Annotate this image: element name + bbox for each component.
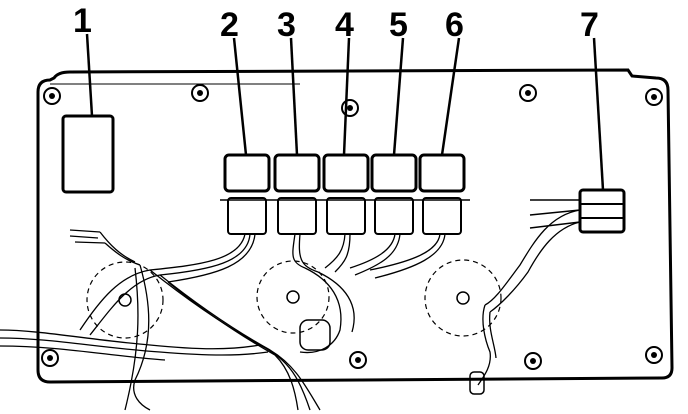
callout-2: 2 <box>220 6 239 44</box>
screw-bottom-left <box>41 349 59 367</box>
mounting-plate <box>36 68 674 384</box>
callout-7: 7 <box>580 6 599 44</box>
screw-bottom-right-center <box>524 352 542 370</box>
grommet-right <box>424 259 502 337</box>
wiring-harness <box>0 209 581 411</box>
relay-4 <box>322 153 370 235</box>
callout-1: 1 <box>73 2 92 40</box>
screw-top-center <box>341 99 359 117</box>
leader-lines <box>85 33 605 191</box>
grommet-left <box>86 261 164 339</box>
component-1-module <box>61 114 115 194</box>
screw-top-left <box>43 87 61 105</box>
callout-6: 6 <box>445 6 464 44</box>
grommet-center <box>256 260 330 334</box>
screw-bottom-center <box>349 351 367 369</box>
screw-top-mid-left <box>191 84 209 102</box>
screw-top-right <box>645 88 663 106</box>
callout-3: 3 <box>277 6 296 44</box>
relay-2 <box>223 153 271 235</box>
callout-5: 5 <box>389 6 408 44</box>
relay-3 <box>273 153 321 235</box>
callout-4: 4 <box>335 6 354 44</box>
relay-5 <box>370 153 418 235</box>
relay-6 <box>418 153 466 235</box>
screw-bottom-right <box>645 346 663 364</box>
screw-top-mid-right <box>519 84 537 102</box>
